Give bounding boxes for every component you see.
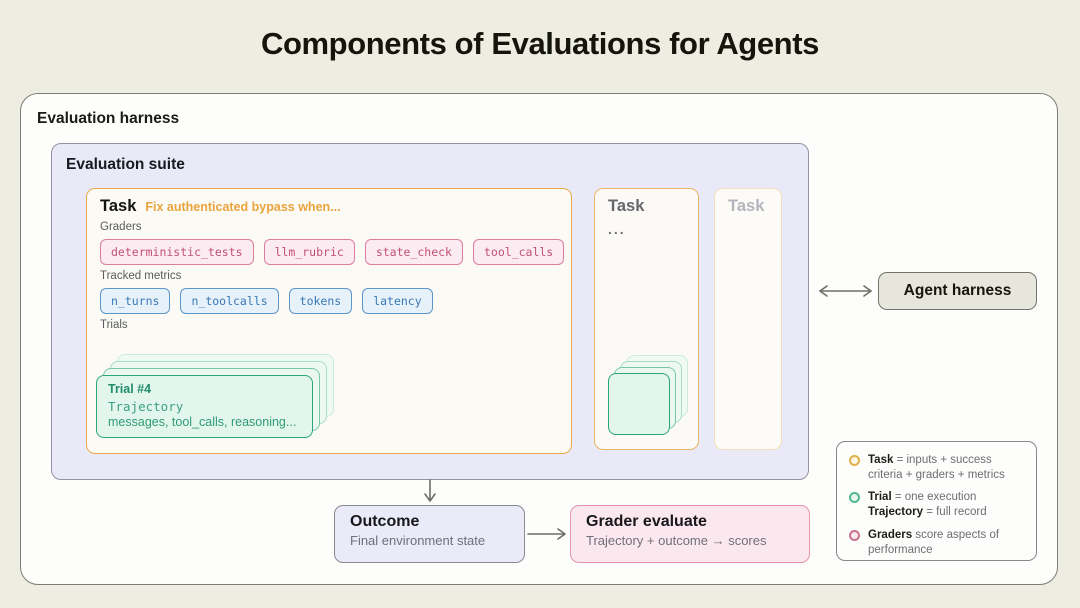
graders-circle-icon [849,529,860,541]
grader-pill: deterministic_tests [100,239,254,265]
task-label: Task [100,197,137,215]
metric-pill: tokens [288,288,353,314]
legend-item-graders: Graders score aspects of performance [849,528,1024,557]
page-title: Components of Evaluations for Agents [261,26,819,61]
legend-definition: score aspects of performance [868,528,1000,556]
trial-trajectory-label: Trajectory [108,399,184,414]
legend-term: Task [868,454,894,466]
evaluation-suite-label: Evaluation suite [66,156,185,173]
grader-evaluate-subtitle: Trajectory + outcome → scores [586,533,767,548]
graders-pill-row: deterministic_tests llm_rubric state_che… [100,239,565,265]
grader-evaluate-title: Grader evaluate [586,513,707,530]
trials-section-label: Trials [100,319,128,331]
trial-mini-stack [608,355,694,437]
task-label: Task [728,197,765,215]
grader-pill: tool_calls [472,239,565,265]
agent-harness-box: Agent harness [878,272,1037,310]
legend-definition: = full record [926,506,987,519]
legend-definition: = inputs + success criteria + graders + … [868,454,1005,481]
trial-card: Trial #4 Trajectory messages, tool_calls… [96,375,313,438]
task-box-secondary: Task ... [594,188,699,450]
metric-pill: latency [362,288,433,314]
task-ellipsis: ... [608,221,626,237]
evaluation-harness-box: Evaluation harness Evaluation suite Task… [20,93,1058,585]
trial-detail: messages, tool_calls, reasoning... [108,415,297,429]
metric-pill: n_toolcalls [180,288,279,314]
metrics-pill-row: n_turns n_toolcalls tokens latency [100,288,558,314]
task-description: Fix authenticated bypass when... [145,200,341,214]
outcome-subtitle: Final environment state [350,533,486,548]
task-box-primary: Task Fix authenticated bypass when... Gr… [86,188,572,454]
grader-pill: state_check [364,239,463,265]
grader-pill: llm_rubric [263,239,355,265]
task-box-tertiary: Task [714,188,782,450]
legend-item-trial: Trial = one execution Trajectory = full … [849,490,1024,519]
legend-term: Trial [868,491,892,504]
task-label: Task [608,197,645,215]
metrics-section-label: Tracked metrics [100,270,182,282]
trial-title: Trial #4 [108,382,152,396]
agent-harness-label: Agent harness [903,282,1012,299]
trial-circle-icon [849,492,860,504]
legend-item-task: Task = inputs + success criteria + grade… [849,453,1024,482]
grader-evaluate-box: Grader evaluate Trajectory + outcome → s… [570,505,810,563]
trial-card-mini [608,373,670,435]
evaluation-suite-box: Evaluation suite Task Fix authenticated … [51,143,809,480]
legend-definition: = one execution [894,491,977,504]
task-header: Task Fix authenticated bypass when... [100,197,558,216]
legend-term: Graders [868,528,913,541]
evaluation-harness-label: Evaluation harness [37,110,180,127]
outcome-box: Outcome Final environment state [334,505,525,563]
task-circle-icon [849,455,860,466]
legend-box: Task = inputs + success criteria + grade… [836,441,1037,561]
metric-pill: n_turns [100,288,171,314]
trial-stack: Trial #4 Trajectory messages, tool_calls… [96,354,341,442]
legend-term: Trajectory [868,506,923,519]
outcome-title: Outcome [350,513,420,530]
graders-section-label: Graders [100,221,142,233]
